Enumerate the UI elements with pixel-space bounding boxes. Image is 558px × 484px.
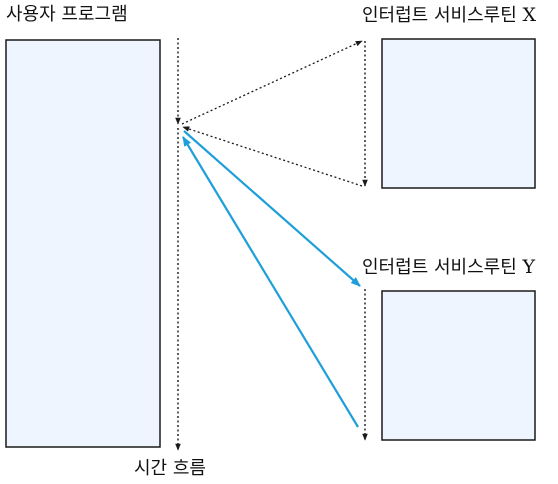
isr-x-label: 인터럽트 서비스루틴 X [362, 4, 536, 27]
user-program-label: 사용자 프로그램 [6, 4, 128, 26]
jump-to-isr-x-arrow [181, 40, 363, 125]
isr-x-letter: X [522, 4, 537, 26]
jump-to-isr-y-arrow [183, 130, 361, 287]
user-program-box [5, 39, 161, 448]
isr-x-text: 인터럽트 서비스루틴 [362, 5, 517, 26]
user-program-text: 사용자 프로그램 [6, 4, 128, 25]
isr-x-box [381, 38, 536, 189]
time-flow-label: 시간 흐름 [134, 458, 206, 480]
isr-y-letter: Y [522, 256, 536, 278]
return-from-isr-y-arrow [182, 136, 359, 428]
isr-y-text: 인터럽트 서비스루틴 [362, 257, 517, 278]
isr-y-box [381, 290, 536, 441]
isr-y-label: 인터럽트 서비스루틴 Y [362, 256, 535, 279]
time-flow-text: 시간 흐름 [134, 458, 206, 479]
return-from-isr-x-arrow [182, 126, 363, 187]
